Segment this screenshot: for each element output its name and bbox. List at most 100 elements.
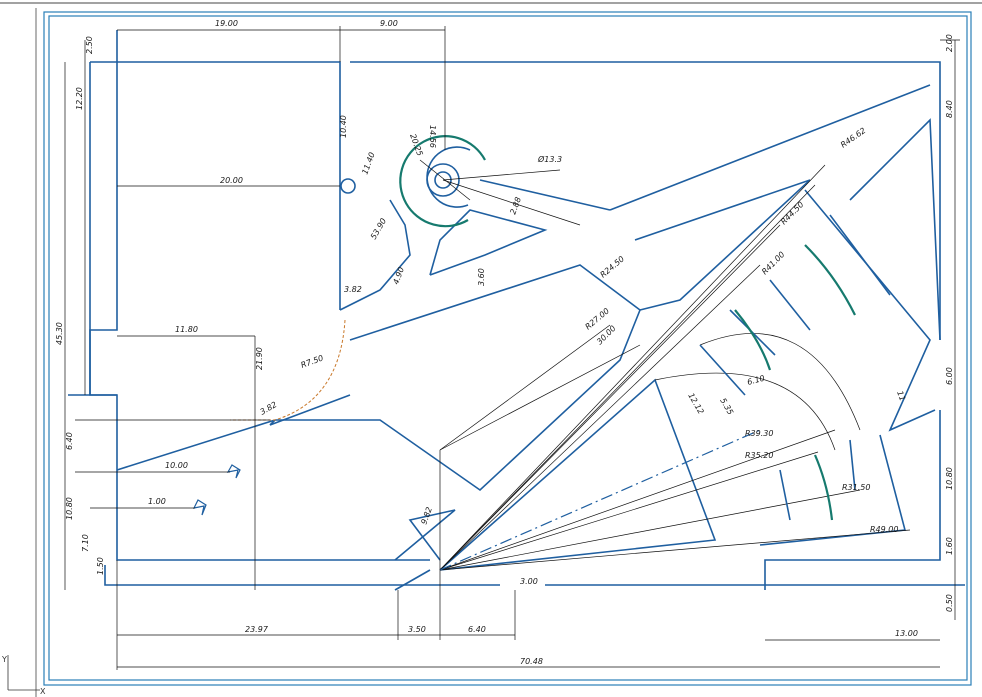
bottom-wall bbox=[104, 565, 500, 586]
dim-text-710: 7.10 bbox=[81, 534, 90, 552]
dim-text-1212: 12.12 bbox=[686, 392, 705, 416]
dim-text-350: 3.50 bbox=[408, 625, 426, 634]
dimension-lines bbox=[64, 26, 960, 670]
star-marker-1 bbox=[226, 464, 241, 479]
dim-text-r4900: R49.00 bbox=[870, 525, 898, 534]
orange-arc bbox=[230, 319, 346, 421]
dim-text-050: 0.50 bbox=[945, 594, 954, 612]
dim-text-5390: 53.90 bbox=[369, 217, 388, 241]
ray-5 bbox=[439, 429, 836, 571]
dim-text-382: 3.82 bbox=[344, 285, 362, 294]
seat-row-3 bbox=[769, 279, 811, 331]
arc-mid bbox=[699, 333, 861, 431]
arc-outer bbox=[654, 372, 836, 451]
dim-text-phi133: Ø13.3 bbox=[537, 154, 562, 164]
ray-6 bbox=[439, 451, 819, 571]
dim-text-11: 11 bbox=[895, 390, 907, 403]
star-marker-2 bbox=[192, 499, 207, 516]
dim-text-840: 8.40 bbox=[945, 100, 954, 118]
ray-10 bbox=[439, 344, 641, 451]
diag-wall-d bbox=[849, 118, 941, 341]
ray-3 bbox=[439, 224, 781, 571]
ray-4 bbox=[439, 264, 761, 571]
circle-inner-2 bbox=[434, 171, 452, 189]
circle-outer-blue bbox=[426, 146, 471, 208]
dim-text-r4662: R46.62 bbox=[839, 126, 867, 150]
dim-text-4530: 45.30 bbox=[55, 322, 64, 345]
lower-left bbox=[116, 419, 276, 471]
dim-text-r3930: R39.30 bbox=[745, 429, 773, 438]
ray-8 bbox=[439, 529, 911, 571]
diag-wall-top bbox=[609, 84, 931, 211]
corridor-a bbox=[339, 199, 411, 311]
ray-2 bbox=[439, 184, 816, 571]
circle-outer-teal bbox=[399, 135, 486, 228]
dim-text-r4100: R41.00 bbox=[760, 250, 786, 276]
bottom-opening bbox=[394, 569, 431, 591]
dim-text-1040: 10.40 bbox=[339, 115, 348, 138]
dim-text-1180: 11.80 bbox=[175, 325, 198, 334]
dim-text-r382: 3.82 bbox=[259, 400, 279, 417]
dim-text-640a: 6.40 bbox=[65, 432, 74, 450]
dim-text-900: 9.00 bbox=[380, 19, 398, 28]
corridor-b bbox=[429, 209, 548, 276]
dim-text-100: 1.00 bbox=[148, 497, 166, 506]
dim-text-200: 2.00 bbox=[945, 34, 954, 52]
right-mid-wall bbox=[764, 410, 941, 590]
outer-wall bbox=[89, 30, 430, 561]
dim-text-3000: 30.00 bbox=[595, 324, 618, 347]
seat-row-1 bbox=[699, 344, 746, 396]
circle-axis-2 bbox=[442, 169, 561, 181]
dim-text-2000: 20.00 bbox=[220, 176, 243, 185]
corridor-shapes bbox=[116, 84, 941, 591]
small-circle bbox=[340, 178, 356, 194]
dim-text-160: 1.60 bbox=[945, 537, 954, 555]
dim-text-1000: 10.00 bbox=[165, 461, 188, 470]
seat-row-5 bbox=[779, 469, 791, 521]
seat-teal-3 bbox=[813, 454, 834, 521]
seat-row-6 bbox=[849, 439, 856, 491]
dim-text-1900: 19.00 bbox=[215, 19, 238, 28]
dim-text-7048: 70.48 bbox=[520, 657, 543, 666]
ray-1 bbox=[439, 164, 826, 571]
circle-axis-3 bbox=[442, 179, 581, 226]
dim-text-2190: 21.90 bbox=[255, 347, 264, 370]
dim-text-610: 6.10 bbox=[746, 374, 766, 387]
ray-7 bbox=[439, 489, 861, 571]
dim-text-640b: 6.40 bbox=[468, 625, 486, 634]
corridor-c bbox=[275, 264, 641, 492]
dim-text-490: 4.90 bbox=[391, 266, 406, 286]
dim-text-2397: 23.97 bbox=[245, 625, 269, 634]
inner-frame bbox=[48, 15, 968, 681]
dimension-texts: 19.00 9.00 2.50 12.20 45.30 10.40 20.00 … bbox=[55, 19, 954, 666]
dim-text-r2450: R24.50 bbox=[599, 254, 627, 279]
fan-right bbox=[804, 189, 936, 432]
circle-room bbox=[340, 135, 581, 228]
arc-right bbox=[759, 434, 907, 546]
right-top-wall bbox=[350, 61, 941, 340]
corridor-d bbox=[269, 394, 351, 426]
dim-text-r750: R7.50 bbox=[300, 353, 325, 369]
dim-text-1456: 14.56 bbox=[428, 125, 437, 148]
outer-frame bbox=[43, 11, 972, 686]
dim-text-1220: 12.20 bbox=[75, 87, 84, 110]
dim-text-300: 3.00 bbox=[520, 577, 538, 586]
dim-text-1080b: 10.80 bbox=[945, 467, 954, 490]
dim-text-150: 1.50 bbox=[96, 557, 105, 575]
axis-label-y: Y bbox=[1, 655, 7, 664]
dim-text-250: 2.50 bbox=[85, 36, 94, 54]
dim-text-1140: 11.40 bbox=[360, 151, 376, 176]
seat-teal-1 bbox=[734, 309, 772, 371]
fan-arcs bbox=[654, 214, 891, 521]
axis-indicator: Y X bbox=[1, 655, 46, 696]
dim-text-600: 6.00 bbox=[945, 367, 954, 385]
dim-text-r3520: R35.20 bbox=[745, 451, 773, 460]
seat-row-4 bbox=[829, 214, 891, 296]
fan-outline bbox=[439, 378, 717, 571]
diag-wall-c bbox=[634, 179, 811, 311]
axis-label-x: X bbox=[40, 687, 46, 696]
dim-text-1300: 13.00 bbox=[895, 629, 918, 638]
fan-rays bbox=[439, 164, 911, 571]
